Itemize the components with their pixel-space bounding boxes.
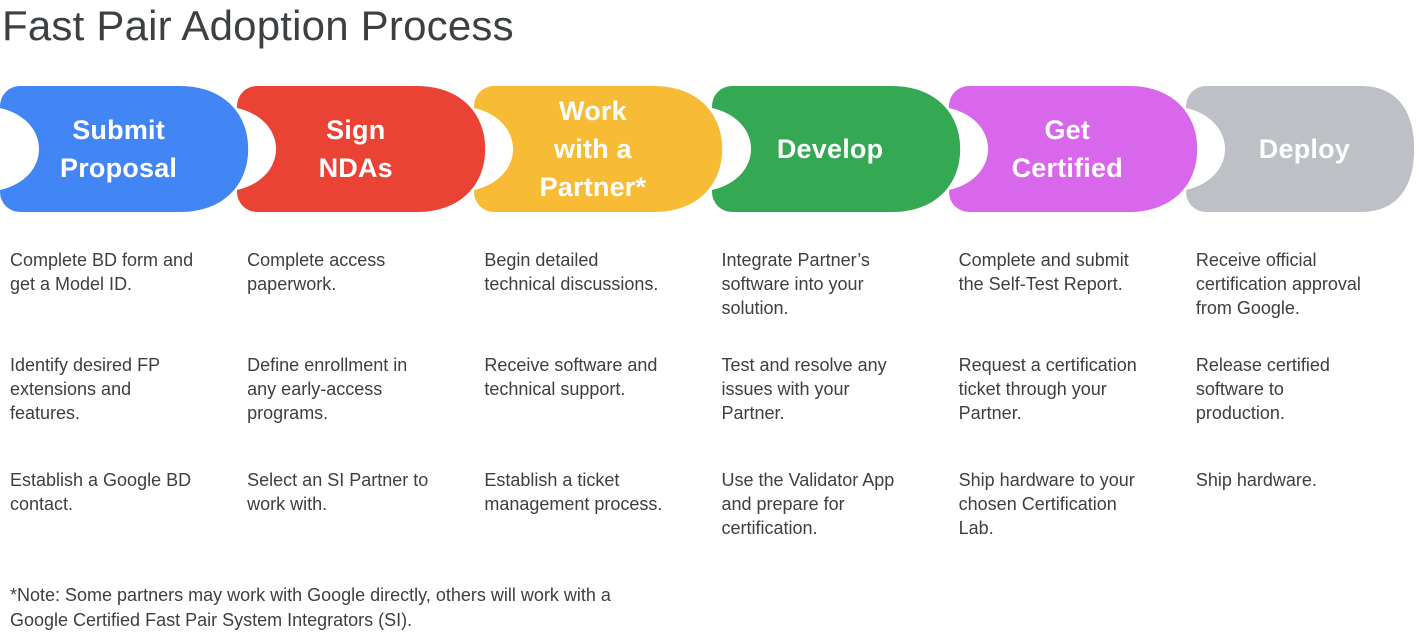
stage-shape-graphic xyxy=(711,86,960,212)
stage-item: Ship hardware. xyxy=(1195,470,1317,490)
stage-shape-graphic xyxy=(474,86,723,212)
stage-shape-graphic xyxy=(237,86,486,212)
stage-shape: Develop xyxy=(711,86,960,212)
stage-label: Deploy xyxy=(1258,134,1351,164)
stage-shape-graphic xyxy=(948,86,1197,212)
stage-label: Develop xyxy=(776,134,884,164)
footnote: *Note: Some partners may work with Googl… xyxy=(10,585,611,630)
page-title: Fast Pair Adoption Process xyxy=(2,2,514,49)
stage-shape-graphic xyxy=(0,86,249,212)
stage-shape-graphic xyxy=(1185,86,1414,212)
stage-shape: Deploy xyxy=(1185,86,1423,212)
